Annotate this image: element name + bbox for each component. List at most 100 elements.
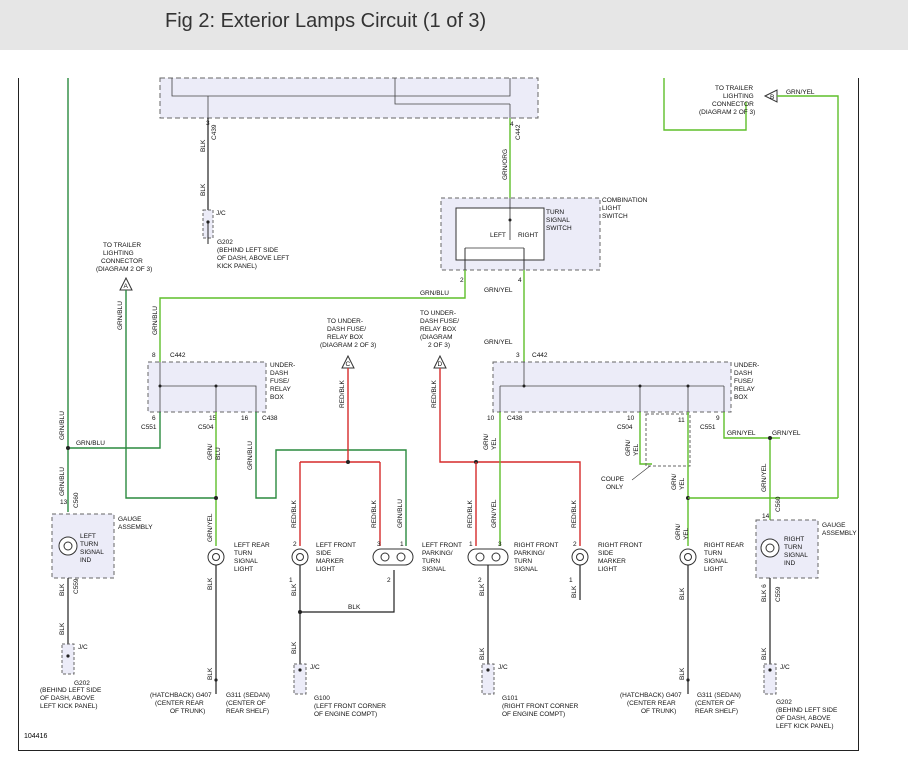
wire-label: BLK: [200, 183, 207, 196]
g202-label: G202: [776, 699, 792, 706]
grn-yel-wire: GRN/YEL GRN/YEL 3 C442: [484, 270, 548, 362]
svg-text:1: 1: [400, 541, 404, 548]
svg-text:9: 9: [716, 415, 720, 422]
diagram-frame: [18, 78, 859, 751]
wire-label: GRN/BLU: [247, 441, 254, 470]
c442-label: C442: [170, 352, 186, 359]
wire-label: GRN/: [675, 524, 682, 540]
svg-text:14: 14: [762, 513, 770, 520]
svg-text:11: 11: [678, 417, 685, 424]
left-label: LEFT: [490, 232, 506, 239]
wire-label: YEL: [679, 477, 686, 490]
c559-label: C559: [73, 578, 80, 594]
c560-label: C560: [73, 492, 80, 508]
figure-header: Fig 2: Exterior Lamps Circuit (1 of 3): [0, 0, 908, 50]
wire-label: GRN/YEL: [727, 430, 756, 437]
svg-text:3: 3: [206, 120, 210, 127]
svg-text:2: 2: [478, 577, 482, 584]
c438-label: C438: [507, 415, 523, 422]
wire-label: BLK: [207, 667, 214, 680]
wire-label: RED/BLK: [431, 380, 438, 408]
jc-label: J/C: [780, 664, 790, 671]
svg-text:10: 10: [627, 415, 635, 422]
wire-label: RED/BLK: [571, 500, 578, 528]
wire-label: GRN/BLU: [152, 306, 159, 335]
svg-text:4: 4: [518, 277, 522, 284]
wire-label: BLK: [761, 647, 768, 660]
wire-label: GRN/YEL: [491, 499, 498, 528]
svg-text:3: 3: [516, 352, 520, 359]
connector-b-label: B: [770, 94, 774, 101]
wire-label: BLK: [291, 641, 298, 654]
wire-label: GRN/YEL: [484, 339, 513, 346]
wire-label: GRN/YEL: [772, 430, 801, 437]
wire-label: GRN/: [483, 434, 490, 450]
grn-blu-wire: GRN/BLU GRN/BLU 8 C442: [152, 270, 466, 362]
top-module: [159, 77, 539, 119]
wire-label: RED/BLK: [339, 380, 346, 408]
wire-label: BLK: [59, 622, 66, 635]
wire-label: BLK: [59, 583, 66, 596]
g407-right: (HATCHBACK) G407: [620, 692, 682, 699]
far-left-wire: GRN/BLU GRN/BLU GRN/BLU 13 C560: [59, 78, 161, 512]
connector-a-label: A: [124, 283, 129, 290]
document-id: 104416: [24, 733, 48, 740]
wire-label: BLK: [479, 647, 486, 660]
c442-label: C442: [532, 352, 548, 359]
wire-label: GRN/BLU: [59, 411, 66, 440]
c504-label: C504: [198, 424, 214, 431]
wire-label: GRN/BLU: [117, 301, 124, 330]
to-under-dash-c: TO UNDER-DASH FUSE/RELAY BOX(DIAGRAM 2 O…: [320, 318, 376, 349]
wire-label: GRN/YEL: [761, 463, 768, 492]
wire-label: BLK: [207, 577, 214, 590]
right-label: RIGHT: [518, 232, 538, 239]
svg-text:1: 1: [289, 577, 293, 584]
c438-label: C438: [262, 415, 278, 422]
c551-label: C551: [141, 424, 157, 431]
wire-label: BLK 6: [761, 584, 768, 602]
svg-text:1: 1: [569, 577, 573, 584]
wire-label: BLK: [348, 604, 361, 611]
svg-text:8: 8: [152, 352, 156, 359]
wire-label: GRN/BLU: [397, 499, 404, 528]
wire-label: GRN/YEL: [207, 513, 214, 542]
wire-label: BLK: [679, 667, 686, 680]
wire-label: BLU: [215, 447, 222, 460]
connector-d-label: D: [438, 361, 443, 368]
wire-label: GRN/YEL: [786, 89, 815, 96]
wire-label: GRN/: [207, 444, 214, 460]
wire-label: BLK: [479, 583, 486, 596]
g311-right: G311 (SEDAN): [697, 692, 741, 699]
wire-label: BLK: [679, 587, 686, 600]
connector-c: TO UNDER-DASH FUSE/RELAY BOX(DIAGRAM 2 O…: [291, 318, 381, 546]
c442-top-label: C442: [515, 124, 522, 140]
wire-label: RED/BLK: [371, 500, 378, 528]
wire-label: YEL: [633, 443, 640, 456]
svg-text:3: 3: [377, 541, 381, 548]
